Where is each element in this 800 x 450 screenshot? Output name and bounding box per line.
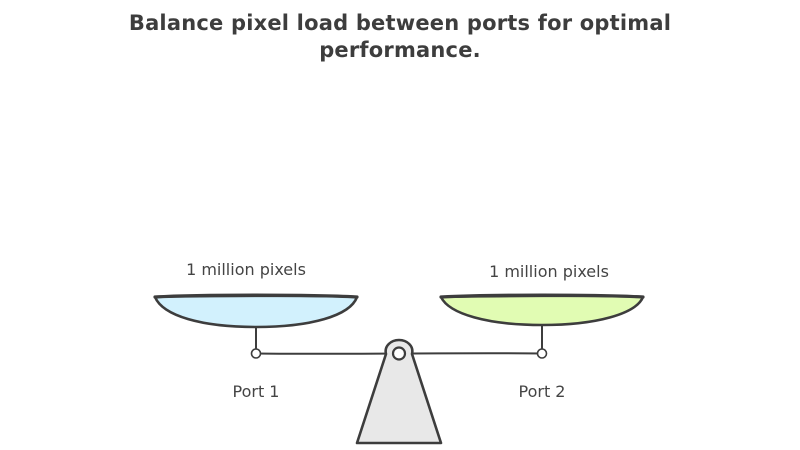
- fulcrum-base: [355, 338, 443, 445]
- left-pivot-icon: [250, 348, 262, 359]
- right-pan-bowl: [439, 294, 645, 327]
- port-2-label: Port 2: [519, 382, 566, 401]
- fulcrum-pivot-icon: [391, 346, 407, 361]
- port-1-label: Port 1: [233, 382, 280, 401]
- fulcrum: [355, 338, 443, 445]
- right-load-label: 1 million pixels: [489, 262, 609, 281]
- left-pan-rim: [153, 293, 359, 299]
- right-pan-rim: [439, 293, 645, 299]
- right-pan: [439, 293, 645, 327]
- right-pivot-icon: [536, 348, 548, 359]
- diagram-title: Balance pixel load between ports for opt…: [128, 11, 672, 62]
- left-pan: [153, 293, 359, 329]
- left-load-label: 1 million pixels: [186, 260, 306, 279]
- left-pan-bowl: [153, 294, 359, 329]
